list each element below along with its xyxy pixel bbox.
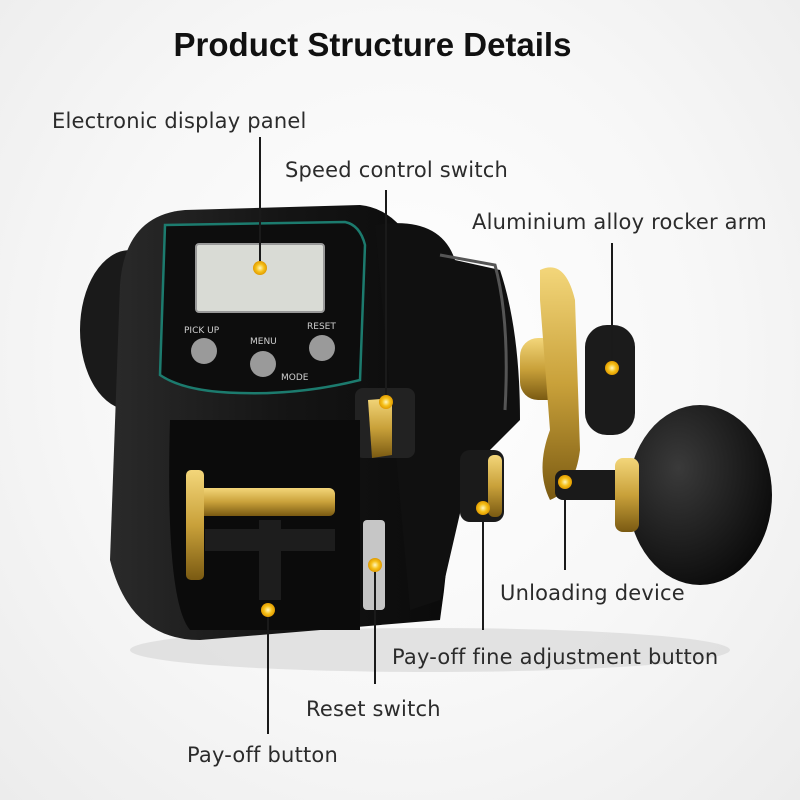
panel-label-reset: RESET (307, 322, 336, 332)
leader-lines (259, 137, 613, 734)
panel-label-mode: MODE (281, 373, 309, 383)
label-unloading: Unloading device (500, 581, 685, 605)
label-reset-switch: Reset switch (306, 697, 441, 721)
panel-label-menu: MENU (250, 337, 277, 347)
marker-rocker (605, 361, 619, 375)
reset-panel-button (309, 335, 335, 361)
speed-switch-gold (368, 398, 392, 458)
fine-adjust-gold (488, 455, 502, 517)
marker-speed (379, 395, 393, 409)
label-rocker-arm: Aluminium alloy rocker arm (472, 210, 767, 234)
rocker-cap (585, 325, 635, 435)
label-payoff-button: Pay-off button (187, 743, 338, 767)
spool-gold-left (186, 470, 204, 580)
pickup-button (191, 338, 217, 364)
marker-display (253, 261, 267, 275)
menu-button (250, 351, 276, 377)
marker-dots (253, 261, 619, 617)
crank-knob (628, 405, 772, 585)
label-speed-switch: Speed control switch (285, 158, 509, 182)
marker-payoff (261, 603, 275, 617)
knob-collar (615, 458, 639, 532)
spool-cross (205, 520, 335, 600)
spool-gold (195, 488, 335, 516)
label-display-panel: Electronic display panel (52, 109, 307, 133)
housing-trim (439, 253, 508, 411)
marker-reset (368, 558, 382, 572)
page-title: Product Structure Details (173, 26, 572, 63)
label-fine-adjust: Pay-off fine adjustment button (392, 645, 719, 669)
marker-fine-adjust (476, 501, 490, 515)
panel-label-pickup: PICK UP (184, 326, 220, 336)
ground-shadow (130, 628, 730, 672)
rocker-arm (540, 267, 580, 500)
right-housing (375, 223, 520, 610)
marker-unloading (558, 475, 572, 489)
